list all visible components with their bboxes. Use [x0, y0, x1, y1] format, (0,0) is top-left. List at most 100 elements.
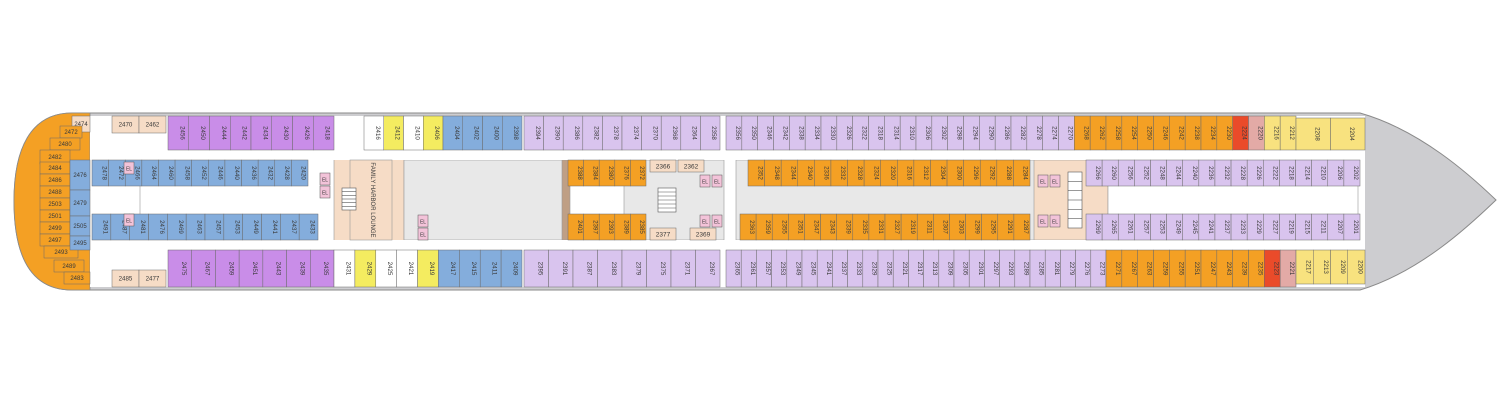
cabin-2429[interactable]: 2429: [354, 249, 377, 288]
cabin-2304[interactable]: 2304: [930, 159, 948, 187]
cabin-2284[interactable]: 2284: [1013, 159, 1031, 187]
cabin-2321[interactable]: 2321: [892, 249, 909, 288]
cabin-2295[interactable]: 2295: [981, 213, 999, 241]
cabin-2202[interactable]: 2202: [1343, 159, 1361, 187]
cabin-2290[interactable]: 2290: [979, 115, 996, 151]
cabin-2458[interactable]: 2458: [174, 159, 192, 187]
cabin-2344[interactable]: 2344: [780, 159, 799, 187]
cabin-2418[interactable]: 2418: [313, 115, 335, 151]
cabin-2463[interactable]: 2463: [185, 213, 206, 241]
cabin-2222[interactable]: 2222: [1263, 159, 1280, 187]
cabin-2419[interactable]: 2419: [417, 249, 439, 288]
cabin-2434[interactable]: 2434: [250, 115, 272, 151]
cabin-2371[interactable]: 2371: [670, 249, 696, 288]
cabin-2313[interactable]: 2313: [923, 249, 940, 288]
cabin-2449[interactable]: 2449: [242, 213, 262, 241]
cabin-2443[interactable]: 2443: [262, 249, 287, 288]
cabin-2376[interactable]: 2376: [614, 159, 631, 187]
cabin-2254[interactable]: 2254: [1121, 115, 1138, 151]
cabin-2426[interactable]: 2426: [292, 115, 314, 151]
cabin-2501[interactable]: 2501: [39, 209, 71, 223]
cabin-2444[interactable]: 2444: [209, 115, 231, 151]
cabin-2276[interactable]: 2276: [1075, 249, 1092, 288]
cabin-2464[interactable]: 2464: [141, 159, 159, 187]
cabin-2343[interactable]: 2343: [820, 213, 837, 241]
cabin-2252[interactable]: 2252: [1134, 159, 1151, 187]
cabin-2333[interactable]: 2333: [847, 249, 864, 288]
cabin-2226[interactable]: 2226: [1246, 159, 1264, 187]
cabin-2462[interactable]: 2462: [138, 115, 167, 134]
cabin-2432[interactable]: 2432: [257, 159, 276, 187]
cabin-2387[interactable]: 2387: [572, 249, 598, 288]
cabin-2328[interactable]: 2328: [847, 159, 865, 187]
cabin-2221[interactable]: 2221: [1279, 249, 1297, 288]
cabin-2285[interactable]: 2285: [1029, 249, 1046, 288]
cabin-2227[interactable]: 2227: [1263, 213, 1280, 241]
cabin-2214[interactable]: 2214: [1295, 159, 1312, 187]
cabin-2495[interactable]: 2495: [69, 235, 91, 251]
cabin-2307[interactable]: 2307: [933, 213, 950, 241]
cabin-2435[interactable]: 2435: [310, 249, 335, 288]
cabin-2390[interactable]: 2390: [543, 115, 564, 151]
cabin-2270[interactable]: 2270: [1058, 115, 1075, 151]
cabin-2250[interactable]: 2250: [1137, 115, 1154, 151]
cabin-2479[interactable]: 2479: [69, 189, 91, 217]
cabin-2341[interactable]: 2341: [816, 249, 833, 288]
cabin-2212[interactable]: 2212: [1279, 115, 1297, 151]
cabin-2412[interactable]: 2412: [383, 115, 404, 151]
cabin-2366[interactable]: 2366: [649, 159, 677, 173]
cabin-2374[interactable]: 2374: [621, 115, 642, 151]
cabin-2293[interactable]: 2293: [999, 249, 1016, 288]
cabin-2363[interactable]: 2363: [739, 213, 757, 241]
cabin-2302[interactable]: 2302: [931, 115, 948, 151]
cabin-2256[interactable]: 2256: [1117, 159, 1135, 187]
cabin-2259[interactable]: 2259: [1153, 249, 1170, 288]
cabin-2389[interactable]: 2389: [614, 213, 631, 241]
cabin-2355[interactable]: 2355: [771, 213, 789, 241]
cabin-2332[interactable]: 2332: [830, 159, 848, 187]
cabin-2357[interactable]: 2357: [756, 249, 772, 288]
cabin-2206[interactable]: 2206: [1327, 159, 1345, 187]
cabin-2391[interactable]: 2391: [548, 249, 574, 288]
cabin-2230[interactable]: 2230: [1216, 115, 1233, 151]
cabin-2288[interactable]: 2288: [996, 159, 1014, 187]
cabin-2311[interactable]: 2311: [916, 213, 934, 241]
cabin-2337[interactable]: 2337: [832, 249, 848, 288]
cabin-2229[interactable]: 2229: [1246, 213, 1264, 241]
cabin-2336[interactable]: 2336: [814, 159, 832, 187]
cabin-2322[interactable]: 2322: [852, 115, 869, 151]
cabin-2286[interactable]: 2286: [994, 115, 1012, 151]
cabin-2306[interactable]: 2306: [915, 115, 933, 151]
cabin-2274[interactable]: 2274: [1042, 115, 1059, 151]
cabin-2242[interactable]: 2242: [1169, 115, 1186, 151]
cabin-2472[interactable]: 2472: [59, 125, 83, 139]
cabin-2476[interactable]: 2476: [69, 159, 91, 191]
cabin-2247[interactable]: 2247: [1200, 249, 1218, 288]
cabin-2215[interactable]: 2215: [1295, 213, 1312, 241]
cabin-2406[interactable]: 2406: [423, 115, 444, 151]
cabin-2211[interactable]: 2211: [1311, 213, 1329, 241]
cabin-2456[interactable]: 2456: [167, 115, 189, 151]
cabin-2375[interactable]: 2375: [646, 249, 672, 288]
cabin-2460[interactable]: 2460: [158, 159, 176, 187]
cabin-2503[interactable]: 2503: [39, 197, 71, 211]
cabin-2475[interactable]: 2475: [167, 249, 192, 288]
cabin-2310[interactable]: 2310: [899, 115, 917, 151]
cabin-2470[interactable]: 2470: [111, 115, 140, 134]
cabin-2415[interactable]: 2415: [459, 249, 481, 288]
cabin-2348[interactable]: 2348: [764, 159, 782, 187]
cabin-2324[interactable]: 2324: [863, 159, 881, 187]
cabin-2359[interactable]: 2359: [755, 213, 773, 241]
cabin-2260[interactable]: 2260: [1101, 159, 1119, 187]
cabin-2346[interactable]: 2346: [757, 115, 774, 151]
cabin-2234[interactable]: 2234: [1200, 115, 1218, 151]
cabin-2477[interactable]: 2477: [138, 269, 167, 288]
cabin-2317[interactable]: 2317: [908, 249, 924, 288]
cabin-2233[interactable]: 2233: [1230, 213, 1248, 241]
cabin-2228[interactable]: 2228: [1230, 159, 1248, 187]
cabin-2356[interactable]: 2356: [725, 115, 743, 151]
cabin-2352[interactable]: 2352: [747, 159, 765, 187]
cabin-2268[interactable]: 2268: [1074, 115, 1091, 151]
cabin-2340[interactable]: 2340: [797, 159, 815, 187]
cabin-2428[interactable]: 2428: [274, 159, 292, 187]
